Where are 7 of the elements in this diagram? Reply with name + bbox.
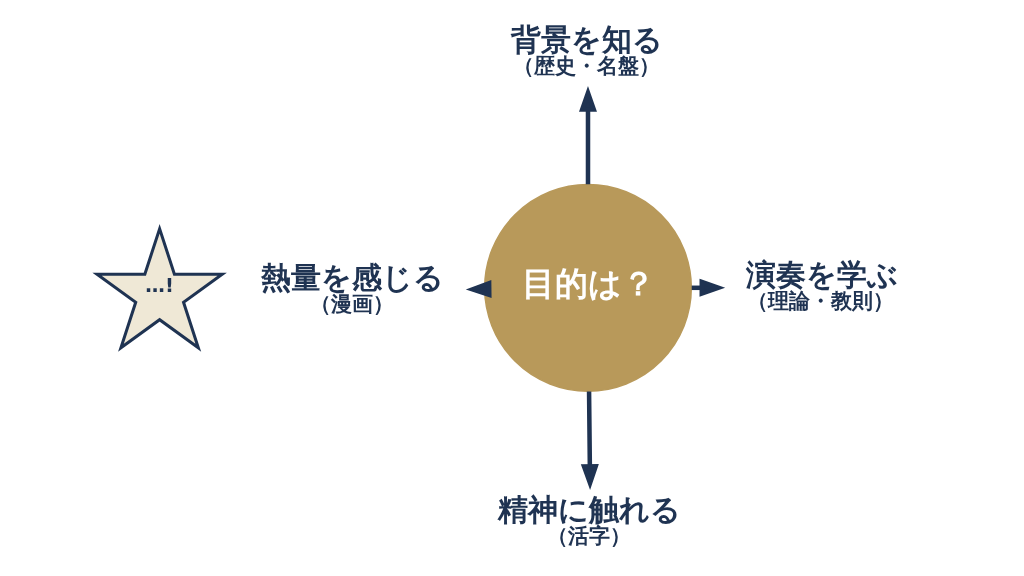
node-text: 背景を知る （歴史・名盤） (511, 22, 664, 79)
arrow (580, 391, 599, 490)
node-text: 熱量を感じる （漫画） (261, 259, 445, 316)
arrow (579, 86, 597, 185)
arrow (465, 280, 492, 299)
node-text: 演奏を学ぶ （理論・教則） (745, 256, 898, 313)
node-text: 精神に触れる （活字） (498, 491, 682, 548)
